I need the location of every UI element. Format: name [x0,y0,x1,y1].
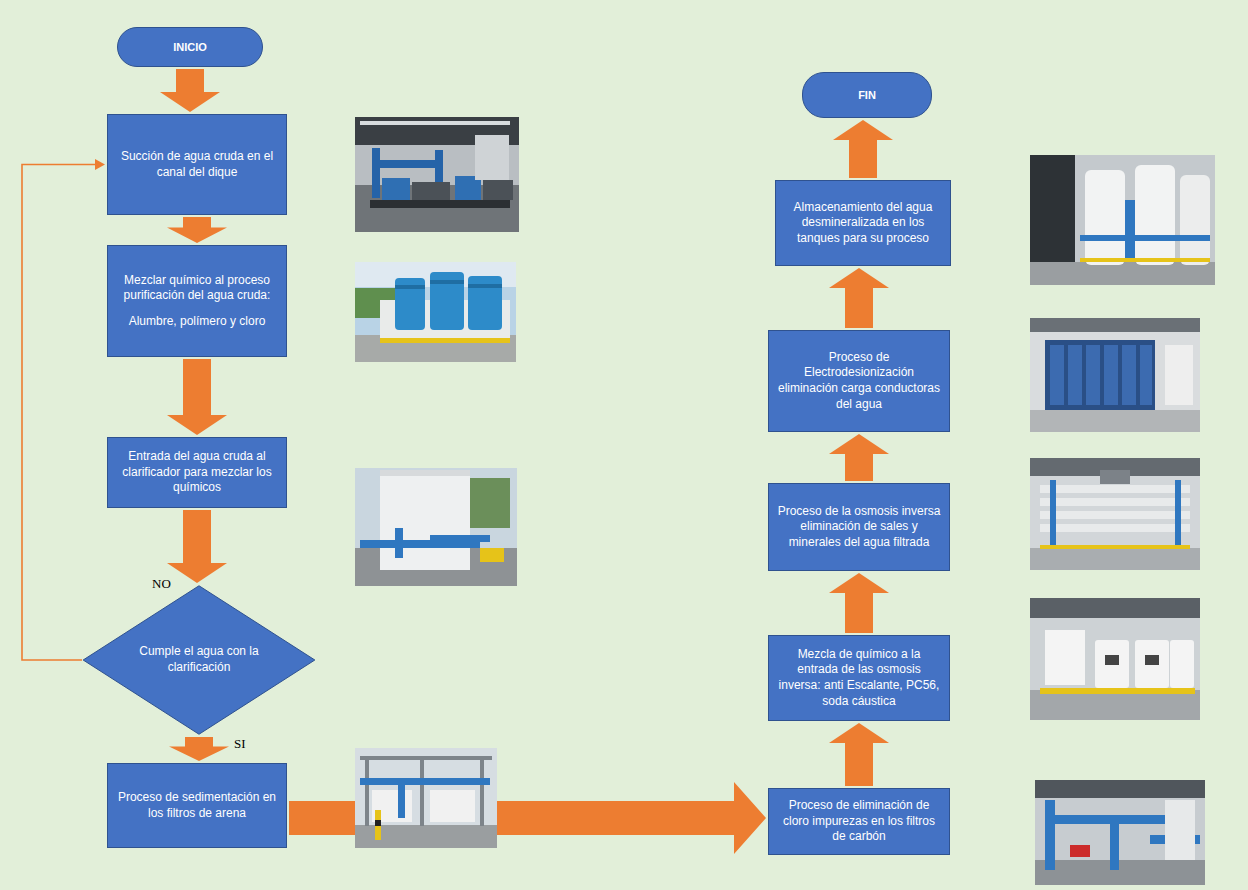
carbon-filter-photo [1035,780,1205,885]
edge-label: NO [150,576,173,592]
process-box: Mezcla de químico a la entrada de las os… [768,635,950,721]
node-text-group: Entrada del agua cruda al clarificador p… [108,443,286,502]
edi-photo [1030,318,1200,432]
chemical-tank-photo [355,262,516,362]
flow-arrow [167,510,227,583]
flow-arrow [833,120,893,178]
node-text: Alumbre, polímero y cloro [116,314,278,330]
flow-arrow [829,723,889,786]
dosing-tank-photo [1030,598,1200,720]
clarifier-photo [355,468,517,586]
node-text-group: Succión de agua cruda en el canal del di… [108,143,286,186]
decision-diamond: Cumple el agua con la clarificación [82,585,316,735]
process-box: Proceso de eliminación de cloro impureza… [768,788,950,855]
node-text: Proceso de la osmosis inversa eliminació… [777,504,941,551]
process-box: Almacenamiento del agua desmineralizada … [775,180,951,266]
node-text-group: FIN [803,82,931,108]
node-text: Entrada del agua cruda al clarificador p… [116,449,278,496]
process-box: Proceso de Electrodesionización eliminac… [768,330,950,432]
node-text: FIN [811,88,923,102]
edge-label: SI [232,736,248,752]
start-terminal: INICIO [117,27,263,67]
node-text-group: Almacenamiento del agua desmineralizada … [776,194,950,253]
flow-arrow [167,217,227,243]
flow-arrow [167,359,227,435]
flow-arrow [829,268,889,328]
process-box: Mezclar químico al proceso purificación … [107,245,287,357]
flow-arrow [160,69,220,112]
node-text: Succión de agua cruda en el canal del di… [116,149,278,180]
node-text: Cumple el agua con la clarificación [137,644,261,675]
node-text: INICIO [126,40,254,54]
diamond-shape [83,586,315,735]
node-text: Proceso de eliminación de cloro impureza… [777,798,941,845]
node-text: Mezcla de químico a la entrada de las os… [777,647,941,709]
node-text: Almacenamiento del agua desmineralizada … [784,200,942,247]
storage-tank-photo [1030,155,1215,285]
node-text-group: Mezcla de químico a la entrada de las os… [769,641,949,715]
process-box: Entrada del agua cruda al clarificador p… [107,437,287,508]
flow-arrow [22,159,105,660]
node-text: Mezclar químico al proceso purificación … [116,273,278,304]
node-text-group: Proceso de sedimentación en los filtros … [108,784,286,827]
node-text-group: Mezclar químico al proceso purificación … [108,267,286,336]
flow-arrow [829,573,889,633]
flow-arrow [169,737,229,761]
process-box: Succión de agua cruda en el canal del di… [107,114,287,215]
end-terminal: FIN [802,72,932,118]
process-box: Proceso de sedimentación en los filtros … [107,763,287,848]
sand-filter-photo [355,748,497,848]
node-text-group: Proceso de Electrodesionización eliminac… [769,344,949,418]
flow-arrow [829,434,889,481]
process-box: Proceso de la osmosis inversa eliminació… [768,483,950,571]
node-text-group: Cumple el agua con la clarificación [137,644,261,675]
node-text-group: INICIO [118,34,262,60]
node-text: Proceso de Electrodesionización eliminac… [777,350,941,412]
node-text-group: Proceso de la osmosis inversa eliminació… [769,498,949,557]
reverse-osmosis-photo [1030,458,1200,570]
node-text-group: Proceso de eliminación de cloro impureza… [769,792,949,851]
pump-photo [355,117,519,232]
node-text: Proceso de sedimentación en los filtros … [116,790,278,821]
